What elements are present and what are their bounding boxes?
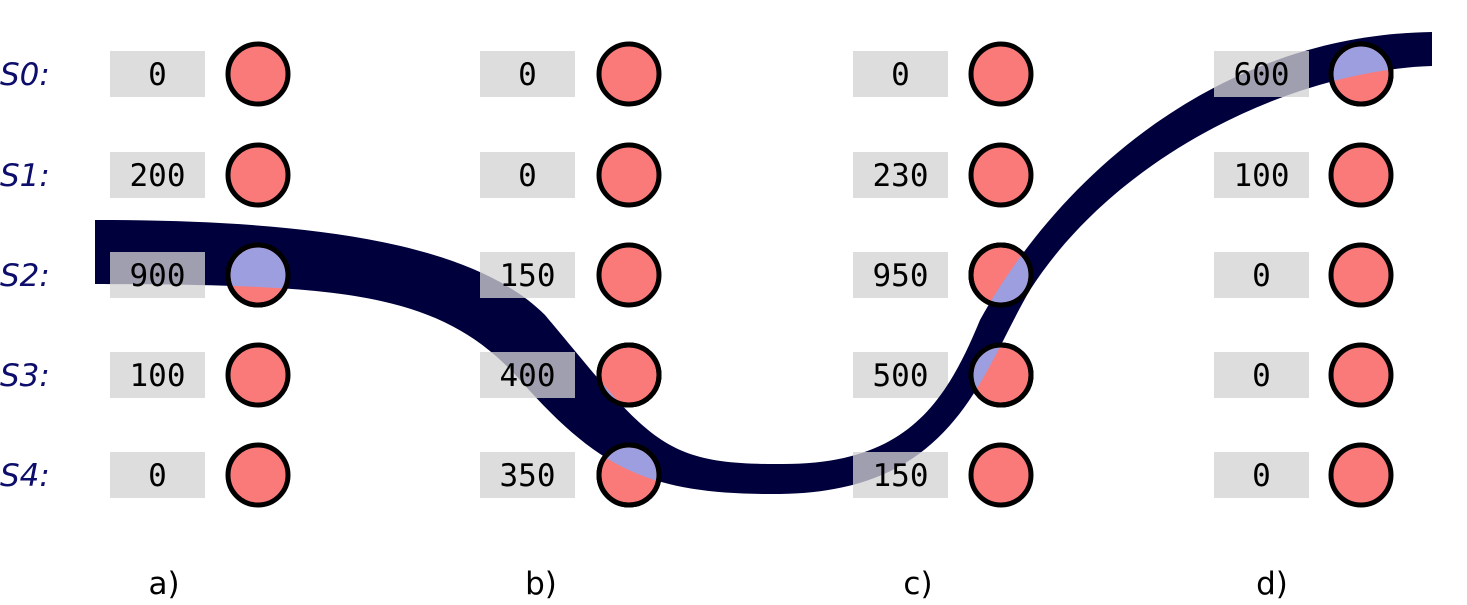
value-text-1-2: 150 (500, 258, 556, 294)
value-box-2-3 (853, 352, 948, 398)
value-text-0-4: 0 (148, 458, 167, 494)
state-node-3-3 (1328, 342, 1394, 408)
value-text-0-2: 900 (130, 258, 186, 294)
value-box-2-2 (853, 252, 948, 298)
state-node-0-1 (225, 142, 291, 208)
column-label-b: b) (525, 566, 557, 602)
value-box-1-0 (480, 51, 575, 97)
column-label-d: d) (1256, 566, 1288, 602)
value-box-1-1 (480, 152, 575, 198)
node-outline-2-3 (968, 342, 1034, 408)
state-node-0-3 (225, 342, 291, 408)
value-box-3-1 (1214, 152, 1309, 198)
value-text-3-3: 0 (1252, 358, 1271, 394)
value-box-3-3 (1214, 352, 1309, 398)
value-box-0-1 (110, 152, 205, 198)
column-label-a: a) (148, 566, 179, 602)
state-node-0-4 (225, 442, 291, 508)
value-box-overlay-3-0 (1214, 51, 1309, 97)
value-text-2-3: 500 (873, 358, 929, 394)
value-box-overlay-0-2 (110, 252, 205, 298)
state-node-2-4 (968, 442, 1034, 508)
row-label-s2: S2: (0, 258, 50, 294)
value-text-1-0: 0 (518, 57, 537, 93)
value-text-0-3: 100 (130, 358, 186, 394)
value-box-0-0 (110, 51, 205, 97)
node-outline-3-0 (1328, 41, 1394, 107)
row-label-s4: S4: (0, 458, 50, 494)
value-text-2-1: 230 (873, 158, 929, 194)
value-box-3-4 (1214, 452, 1309, 498)
state-node-1-1 (596, 142, 662, 208)
node-outline-0-2 (225, 242, 291, 308)
value-text-0-0: 0 (148, 57, 167, 93)
value-text-1-3: 400 (500, 358, 556, 394)
value-text-1-4: 350 (500, 458, 556, 494)
state-node-0-0 (225, 41, 291, 107)
value-box-1-4 (480, 452, 575, 498)
value-text-3-4: 0 (1252, 458, 1271, 494)
value-box-overlay-1-2 (480, 252, 575, 298)
state-node-2-0 (968, 41, 1034, 107)
value-box-2-1 (853, 152, 948, 198)
value-text-2-0: 0 (891, 57, 910, 93)
value-box-overlay-2-4 (853, 452, 948, 498)
node-outline-2-2 (968, 242, 1034, 308)
state-node-3-2 (1328, 242, 1394, 308)
row-labels: S0: S1: S2: S3: S4: (0, 57, 50, 494)
value-text-3-2: 0 (1252, 258, 1271, 294)
state-node-2-1 (968, 142, 1034, 208)
column-labels: a) b) c) d) (148, 566, 1287, 602)
value-box-0-3 (110, 352, 205, 398)
value-text-1-1: 0 (518, 158, 537, 194)
state-node-3-1 (1328, 142, 1394, 208)
value-text-0-1: 200 (130, 158, 186, 194)
value-box-3-2 (1214, 252, 1309, 298)
value-text-3-0: 600 (1234, 57, 1290, 93)
state-node-1-0 (596, 41, 662, 107)
state-node-3-4 (1328, 442, 1394, 508)
row-label-s1: S1: (0, 158, 50, 194)
node-outline-1-3 (596, 342, 662, 408)
overlays: 0 200 900 100 0 0 0 150 400 350 0 230 950 500 150 600 10… (110, 41, 1394, 508)
column-label-c: c) (903, 566, 932, 602)
value-text-2-2: 950 (873, 258, 929, 294)
row-label-s3: S3: (0, 358, 50, 394)
node-outline-1-4 (596, 442, 662, 508)
value-box-overlay-1-3 (480, 352, 575, 398)
value-box-2-0 (853, 51, 948, 97)
value-text-3-1: 100 (1234, 158, 1290, 194)
value-box-0-4 (110, 452, 205, 498)
row-label-s0: S0: (0, 57, 50, 93)
value-text-2-4: 150 (873, 458, 929, 494)
state-node-1-2 (596, 242, 662, 308)
